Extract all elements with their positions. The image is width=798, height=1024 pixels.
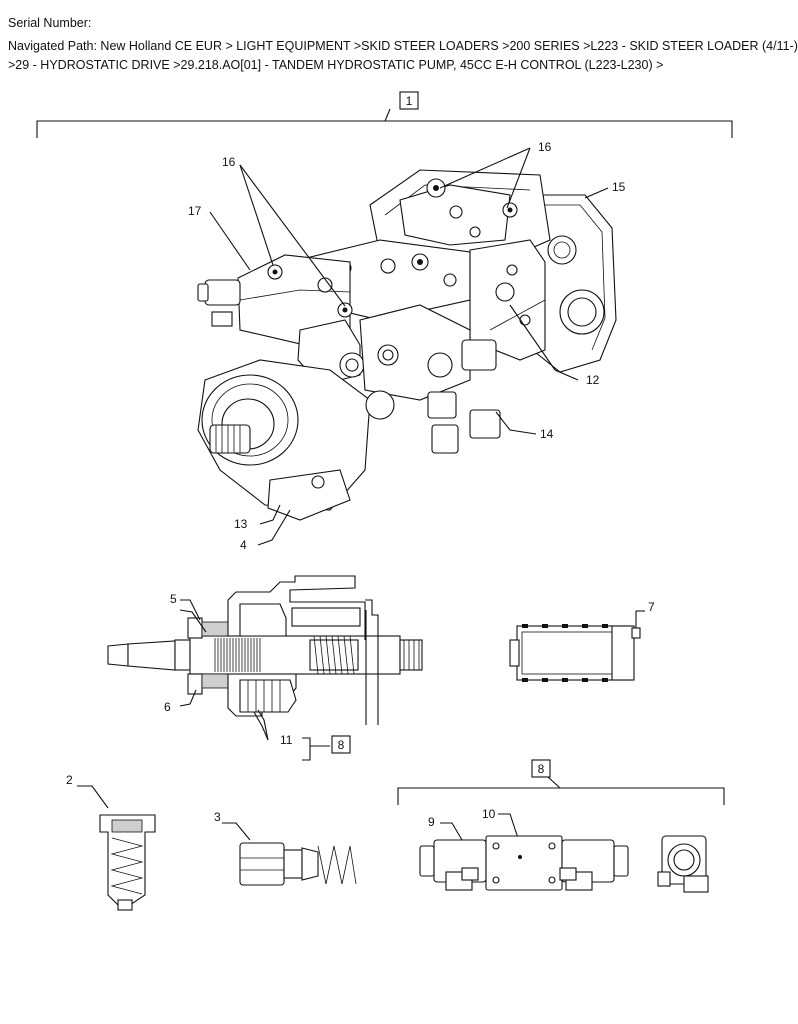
part-7-solenoid: [509, 610, 645, 682]
pump-cross-section: [107, 575, 423, 761]
pump-callout-leaders: [209, 147, 609, 546]
callout-6: 6: [164, 700, 171, 714]
callout-9: 9: [428, 815, 435, 829]
part-9-10-solenoid-valve: [419, 813, 629, 891]
callout-16-left: 16: [222, 155, 236, 169]
callout-14: 14: [540, 427, 554, 441]
callout-17: 17: [188, 204, 202, 218]
callout-2: 2: [66, 773, 73, 787]
navigated-path-line-2: >29 - HYDROSTATIC DRIVE >29.218.AO[01] -…: [8, 58, 664, 72]
callout-1: 1: [406, 94, 413, 108]
callout-3: 3: [214, 810, 221, 824]
part-2-valve-cartridge: [77, 785, 156, 911]
exploded-parts-diagram: 1 16 16 17 15 12 14 13 4 5 6 7 11 8 2 3 …: [36, 91, 733, 911]
callout-4: 4: [240, 538, 247, 552]
group-8-bracket: [397, 759, 725, 805]
callout-labels: 1 16 16 17 15 12 14 13 4 5 6 7 11 8 2 3 …: [66, 94, 655, 829]
callout-13: 13: [234, 517, 248, 531]
callout-12: 12: [586, 373, 600, 387]
part-3-check-valve: [222, 822, 357, 886]
callout-8-group: 8: [538, 762, 545, 776]
callout-10: 10: [482, 807, 496, 821]
tandem-pump-assembly: [197, 169, 617, 521]
callout-15: 15: [612, 180, 626, 194]
navigated-path-line-1: Navigated Path: New Holland CE EUR > LIG…: [8, 39, 798, 53]
solenoid-valve-end-view: [657, 835, 709, 893]
serial-number-label: Serial Number:: [8, 16, 92, 30]
callout-8-section: 8: [338, 738, 345, 752]
callout-7: 7: [648, 600, 655, 614]
assembly-bracket: [36, 91, 733, 138]
callout-16-right: 16: [538, 140, 552, 154]
callout-11: 11: [280, 733, 293, 747]
callout-5: 5: [170, 592, 177, 606]
